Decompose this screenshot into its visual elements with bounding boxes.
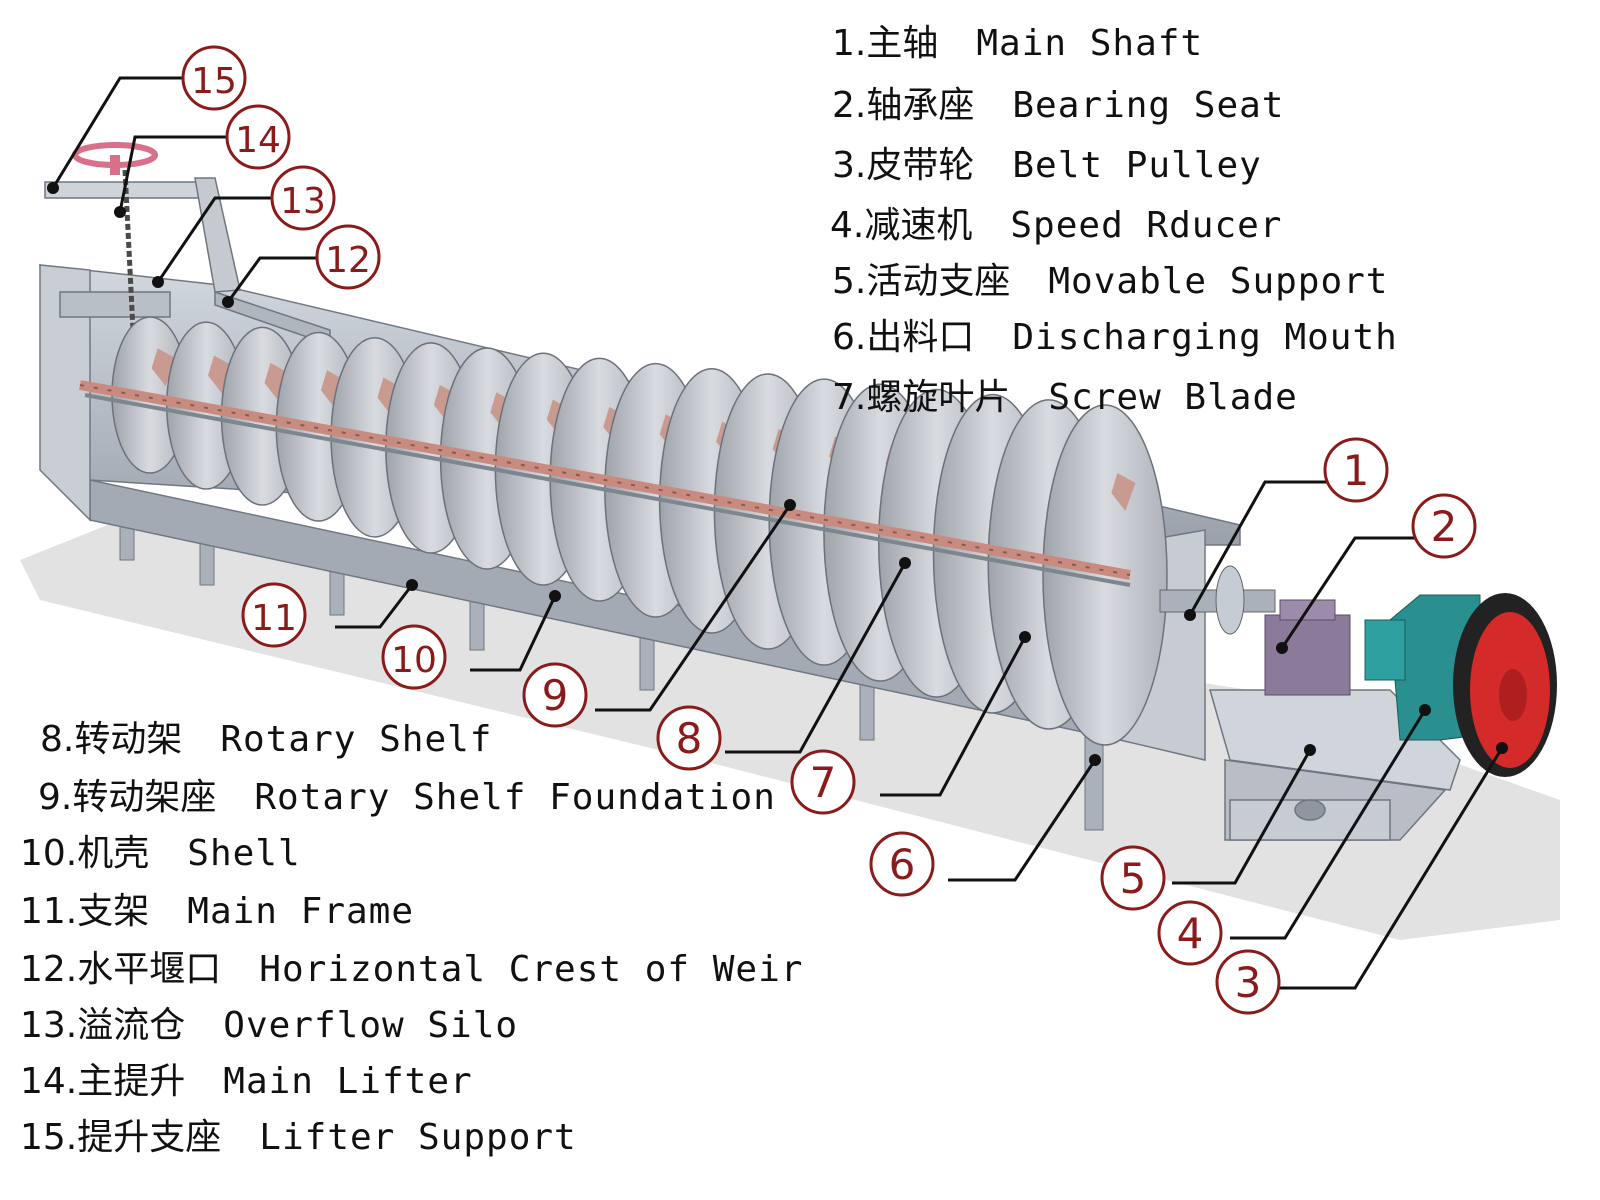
lifter-support <box>44 177 331 347</box>
callout-circle <box>381 624 447 690</box>
callout-number: 15 <box>191 61 237 102</box>
callout-circle <box>1215 949 1281 1015</box>
lifter-chain <box>122 169 143 471</box>
ground-shadow <box>20 520 1560 940</box>
callout-circle <box>225 104 291 170</box>
callout-number: 2 <box>1431 502 1458 551</box>
callout-circle <box>869 831 935 897</box>
callout-number: 1 <box>1343 446 1370 495</box>
callout-number: 8 <box>676 714 703 763</box>
belt-pulley <box>1453 593 1557 777</box>
callout-circle <box>656 705 722 771</box>
callout-leaders <box>51 76 1504 990</box>
callout-circle <box>270 165 336 231</box>
blade-bracket <box>151 348 176 387</box>
callout-number: 10 <box>391 640 437 681</box>
callout-number: 4 <box>1177 909 1204 958</box>
callout-circle <box>790 749 856 815</box>
callout-circle <box>181 45 247 111</box>
callout-number: 11 <box>251 598 297 639</box>
handwheel-icon <box>72 142 158 175</box>
callout-circle <box>315 224 381 290</box>
callout-circle <box>1100 845 1166 911</box>
callout-circle <box>522 662 588 728</box>
blade-bracket <box>264 362 289 401</box>
blade-bracket <box>1111 473 1136 511</box>
bearing-seat <box>1264 599 1351 696</box>
callout-dots <box>47 182 1508 766</box>
callout-circle <box>1323 437 1389 503</box>
callout-number: 12 <box>325 240 371 281</box>
callout-number: 9 <box>542 671 569 720</box>
blade-bracket <box>208 355 233 394</box>
callout-circle <box>1157 900 1223 966</box>
callout-number: 6 <box>889 840 916 889</box>
callout-number: 14 <box>235 120 281 161</box>
rotary-shelf <box>79 380 1131 587</box>
callout-number: 5 <box>1120 854 1147 903</box>
callout-number: 3 <box>1235 958 1262 1007</box>
callout-number: 7 <box>810 758 837 807</box>
main-shaft <box>1159 565 1276 635</box>
callout-number: 13 <box>280 181 326 222</box>
callout-circle <box>241 582 307 648</box>
callout-circle <box>1411 493 1477 559</box>
